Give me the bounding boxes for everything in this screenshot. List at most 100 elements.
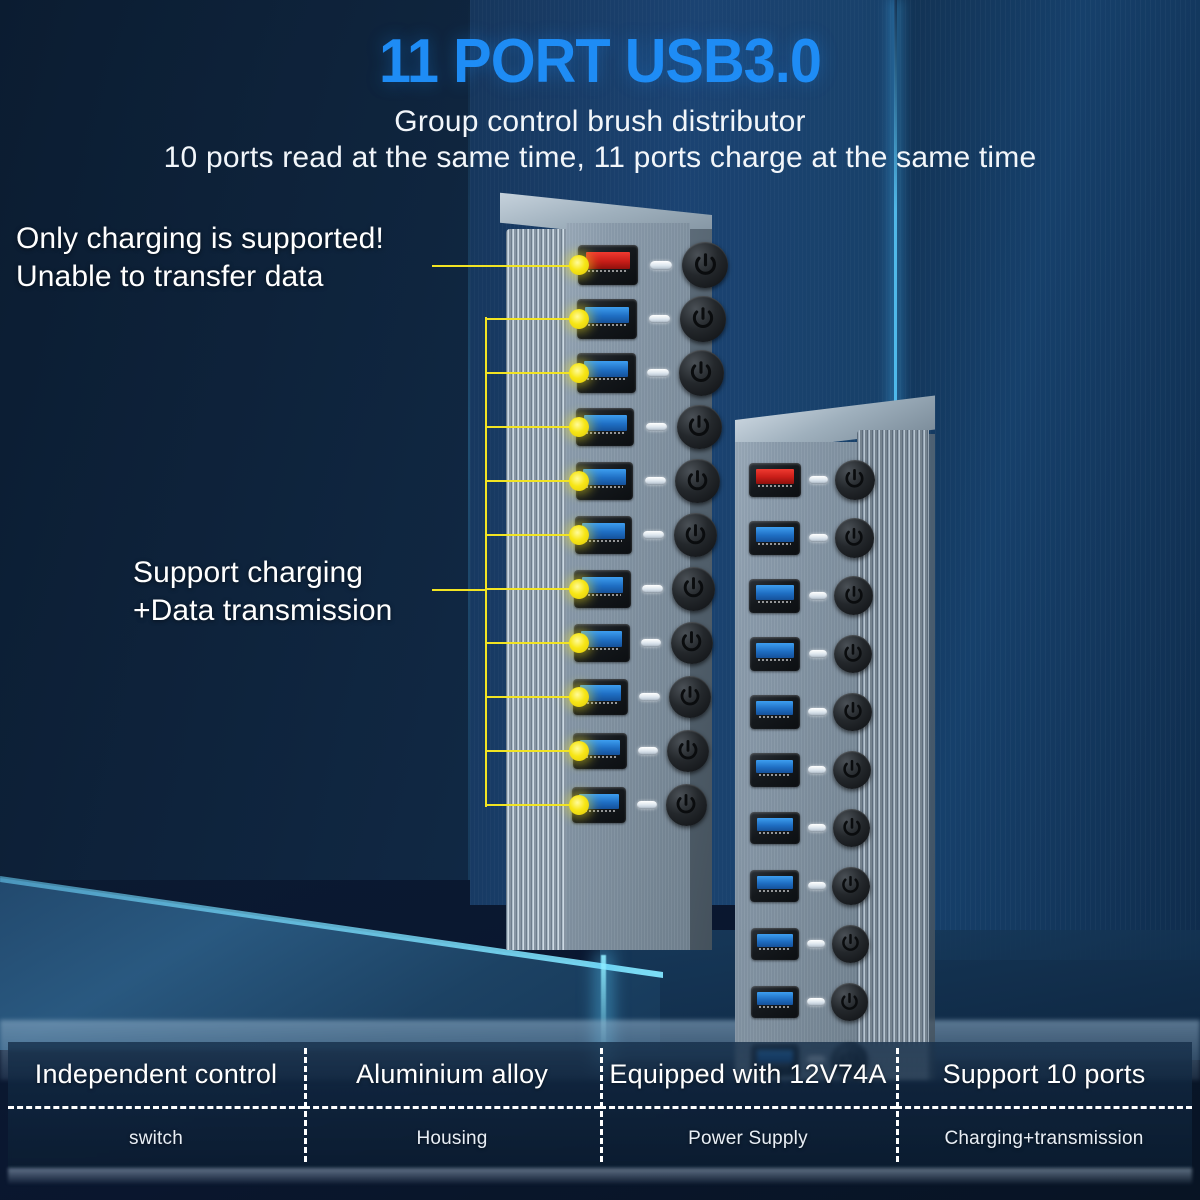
usb-port-4-data[interactable] [749,637,801,671]
header: 11 PORT USB3.0 Group control brush distr… [0,0,1200,175]
feature-item-3: Support 10 ports Charging+transmission [896,1042,1192,1168]
usb-port-4-data[interactable] [576,407,635,447]
power-icon [675,738,701,764]
subtitle-primary: Group control brush distributor [394,105,806,138]
led-indicator-6 [643,530,665,540]
led-indicator-11 [636,800,657,810]
usb-tongue [755,469,794,488]
usb-port-8-data[interactable] [573,624,630,662]
led-indicator-10 [807,998,825,1006]
led-indicator-3 [647,368,669,378]
usb-port-5-data[interactable] [575,461,634,501]
feature-title-0: Independent control [34,1058,278,1089]
led-indicator-8 [807,882,826,890]
port-row [750,867,870,905]
subtitle-secondary: 10 ports read at the same time, 11 ports… [163,141,1037,174]
port-row [749,692,872,732]
power-switch-4[interactable] [677,404,722,450]
power-switch-9[interactable] [831,925,870,963]
usb-port-2-data[interactable] [577,299,637,339]
power-switch-2[interactable] [834,518,874,558]
feature-divider-0 [8,1106,304,1109]
led-indicator-7 [807,824,826,832]
port-row [750,925,870,963]
power-switch-3[interactable] [834,576,874,616]
usb-port-6-data[interactable] [575,516,632,554]
usb-port-8-data[interactable] [750,869,800,903]
port-row [749,518,874,558]
power-icon [677,684,703,710]
port-row [578,242,728,288]
power-icon [687,359,715,387]
power-switch-1[interactable] [834,460,875,500]
power-switch-4[interactable] [833,634,873,674]
usb-port-10-data[interactable] [750,985,800,1019]
usb-port-9-data[interactable] [750,927,800,961]
usb-port-9-data[interactable] [573,678,629,716]
wall-panel-right [895,0,1200,960]
led-indicator-2 [808,534,828,542]
power-icon [689,305,717,333]
power-switch-6[interactable] [832,750,872,790]
usb-tongue [583,414,627,435]
led-indicator-9 [807,940,826,948]
usb-tongue [756,701,794,719]
power-icon [842,526,866,550]
wall-panel-left [0,0,470,880]
power-switch-9[interactable] [668,675,712,719]
port-row [573,675,712,719]
usb-port-1-charge-only[interactable] [749,462,801,498]
power-icon [685,413,713,441]
power-icon [678,629,705,656]
usb-port-7-data[interactable] [574,570,631,608]
power-switch-3[interactable] [678,350,724,396]
usb-port-10-data[interactable] [572,732,628,770]
usb-tongue [756,759,794,777]
usb-port-5-data[interactable] [749,695,800,729]
port-row [750,750,872,790]
power-switch-11[interactable] [665,784,707,826]
power-switch-5[interactable] [675,458,720,504]
usb-port-2-data[interactable] [749,520,801,556]
port-row [749,460,875,500]
power-icon [841,700,865,724]
power-icon [680,575,707,602]
usb-port-11-data[interactable] [572,787,626,823]
power-switch-7[interactable] [832,809,871,847]
usb-port-3-data[interactable] [576,353,636,393]
power-switch-8[interactable] [832,867,870,905]
led-indicator-1 [809,476,829,484]
power-switch-2[interactable] [680,296,726,342]
usb-port-7-data[interactable] [750,811,800,845]
wall-seam-left [468,0,470,880]
usb-port-6-data[interactable] [750,753,800,787]
usb-tongue [756,585,794,603]
power-switch-7[interactable] [672,567,716,611]
power-switch-8[interactable] [670,621,714,665]
led-indicator-8 [640,638,662,648]
port-row [750,983,869,1021]
pedestal-vertical-glow [601,955,606,1065]
feature-caption-2: Power Supply [688,1127,808,1149]
port-row [573,621,714,665]
power-icon [842,584,866,608]
power-icon [842,467,867,492]
feature-divider-1 [304,1106,600,1109]
power-switch-1[interactable] [682,242,728,288]
port-row [750,809,871,847]
power-switch-10[interactable] [831,983,869,1021]
power-switch-10[interactable] [667,730,710,772]
usb-tongue [579,793,619,812]
feature-title-2: Equipped with 12V74A [609,1058,887,1089]
led-indicator-4 [646,422,668,432]
usb-tongue [755,527,794,545]
power-switch-6[interactable] [673,513,718,557]
usb-tongue [756,817,794,835]
usb-port-3-data[interactable] [749,579,801,613]
led-indicator-9 [639,692,660,702]
feature-item-0: Independent control switch [8,1042,304,1168]
usb-port-1-charge-only[interactable] [578,245,638,285]
usb-tongue [579,739,621,759]
power-switch-5[interactable] [833,692,872,732]
usb-tongue [584,360,628,381]
